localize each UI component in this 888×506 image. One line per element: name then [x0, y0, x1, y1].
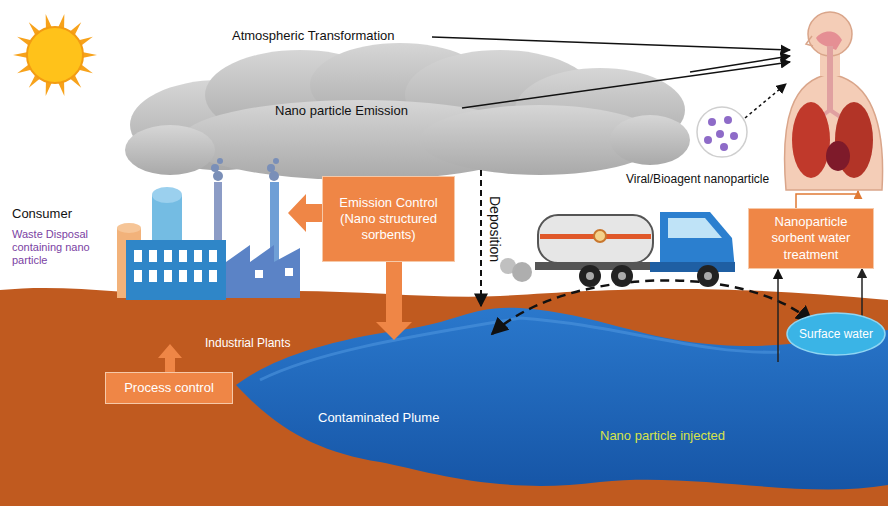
window: [164, 270, 172, 282]
label: Atmospheric Transformation: [232, 28, 395, 44]
window: [164, 250, 172, 262]
factory: [117, 158, 300, 300]
truck: [500, 212, 735, 287]
deposition-line: [480, 170, 482, 306]
label: Contaminated Plume: [318, 410, 439, 426]
window: [194, 250, 202, 262]
human-figure: [785, 12, 883, 190]
label: Nano particle Emission: [275, 103, 408, 119]
process-box: Process control: [105, 372, 233, 404]
treatment-to-human-line: [796, 191, 858, 208]
process-arrow: [158, 344, 182, 372]
window: [209, 250, 217, 262]
emission-arrow-left: [288, 194, 322, 232]
window: [179, 270, 187, 282]
plume-highlight: [260, 318, 780, 380]
ground: [0, 288, 888, 506]
emission-arrow-down: [376, 262, 412, 340]
process-box: Nanoparticle sorbent water treatment: [748, 208, 874, 269]
bioagent-arrow: [745, 84, 786, 118]
ground-to-treatment-line: [777, 270, 779, 362]
sun: [13, 14, 97, 96]
window: [134, 270, 142, 282]
node-text: Emission Control (Nano structured sorben…: [331, 195, 446, 244]
node-text: Nanoparticle sorbent water treatment: [757, 214, 865, 263]
pond-outline: [787, 313, 885, 355]
node-text: Process control: [124, 380, 214, 396]
window: [209, 270, 217, 282]
label: Viral/Bioagent nanoparticle: [626, 172, 769, 186]
contaminated-plume: [236, 308, 888, 490]
atmospheric-arrow: [432, 37, 790, 50]
window: [134, 250, 142, 262]
label: Industrial Plants: [205, 336, 290, 350]
window: [149, 270, 157, 282]
label: Nano particle injected: [600, 428, 725, 444]
label: Consumer: [12, 206, 72, 222]
node-text: Surface water: [799, 327, 873, 342]
sun-disc: [27, 27, 83, 83]
window: [194, 270, 202, 282]
process-box: Emission Control (Nano structured sorben…: [322, 176, 455, 262]
label: Deposition: [486, 196, 503, 262]
label: Waste Disposal containing nano particle: [12, 228, 112, 268]
window: [149, 250, 157, 262]
surface-water: Surface water: [786, 312, 886, 356]
cloud: [125, 43, 690, 180]
emission-arrow: [462, 62, 790, 108]
window: [179, 250, 187, 262]
nanoparticle-icon: [697, 107, 747, 157]
runoff-arc: [492, 280, 812, 334]
connector: [861, 269, 863, 318]
